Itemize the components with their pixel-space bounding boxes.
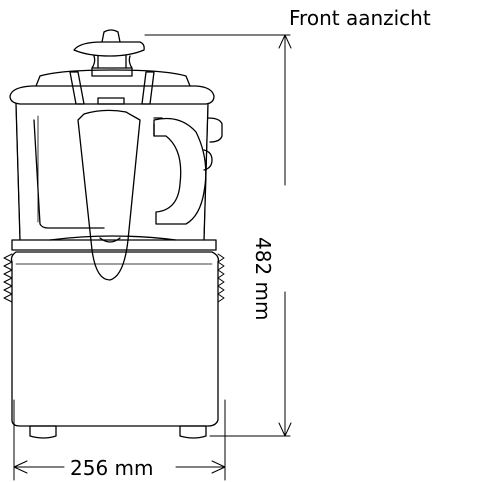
motor-base bbox=[3, 251, 225, 427]
width-dimension bbox=[13, 399, 226, 481]
feet bbox=[29, 425, 207, 439]
left-clip bbox=[69, 71, 85, 105]
lid bbox=[9, 69, 215, 105]
lid-knob bbox=[73, 29, 145, 77]
scraper-arm bbox=[77, 109, 141, 281]
coupling-ring bbox=[11, 235, 217, 251]
width-dimension-label: 256 mm bbox=[70, 456, 154, 480]
bowl-handle bbox=[153, 117, 207, 225]
view-title: Front aanzicht bbox=[289, 6, 431, 30]
height-dimension bbox=[144, 34, 292, 437]
right-clip bbox=[141, 71, 155, 105]
